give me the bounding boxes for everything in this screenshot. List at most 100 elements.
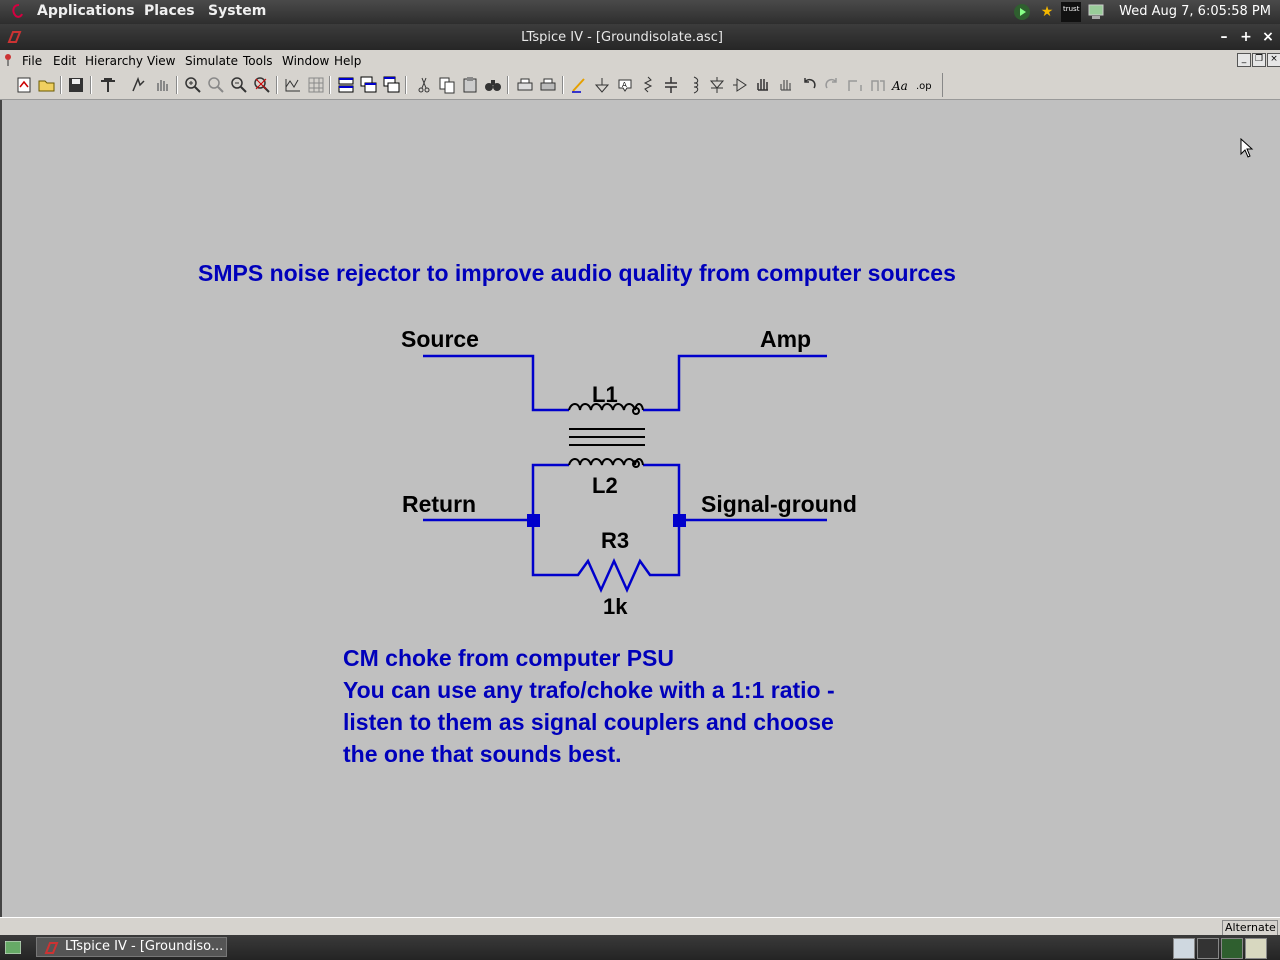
junction-left <box>527 514 540 527</box>
window-title-bar[interactable]: LTspice IV - [Groundisolate.asc] – + × <box>0 24 1280 50</box>
move-hand-icon[interactable] <box>753 75 773 95</box>
component-icon[interactable] <box>730 75 750 95</box>
trust-icon[interactable]: trust <box>1061 2 1081 22</box>
menu-help[interactable]: Help <box>334 54 362 68</box>
cut-icon[interactable] <box>414 75 434 95</box>
zoom-fit-icon[interactable] <box>252 75 272 95</box>
copy-icon[interactable] <box>437 75 457 95</box>
open-folder-icon[interactable] <box>37 75 57 95</box>
grid-icon[interactable] <box>306 75 326 95</box>
star-icon[interactable]: ★ <box>1040 4 1054 20</box>
toolbar: A Aa .op <box>0 71 1280 100</box>
workspace-4-icon[interactable] <box>1245 938 1267 959</box>
clock[interactable]: Wed Aug 7, 6:05:58 PM <box>1119 4 1271 19</box>
redo-icon[interactable] <box>822 75 842 95</box>
menu-tools[interactable]: Tools <box>243 54 273 68</box>
network-icon[interactable] <box>1087 2 1107 22</box>
taskbar-ltspice-button[interactable]: LTspice IV - [Groundiso... <box>36 937 227 957</box>
label-r3[interactable]: R3 <box>601 528 630 553</box>
junction-right <box>673 514 686 527</box>
control-panel-icon[interactable] <box>98 75 118 95</box>
menu-edit[interactable]: Edit <box>53 54 77 68</box>
svg-text:.op: .op <box>916 81 932 92</box>
menu-window[interactable]: Window <box>282 54 330 68</box>
run-icon[interactable] <box>128 75 148 95</box>
label-l1[interactable]: L1 <box>592 382 618 407</box>
wire-r3 <box>531 520 681 594</box>
tile-vertical-icon[interactable] <box>382 75 402 95</box>
top-panel: Applications Places System ★ trust Wed A… <box>0 0 1280 24</box>
cascade-windows-icon[interactable] <box>359 75 379 95</box>
places-menu[interactable]: Places <box>144 3 195 19</box>
schematic-title[interactable]: SMPS noise rejector to improve audio qua… <box>198 260 956 286</box>
show-desktop-icon[interactable] <box>4 940 22 957</box>
undo-icon[interactable] <box>799 75 819 95</box>
svg-text:A: A <box>622 81 627 89</box>
wire-l2-right <box>643 463 681 520</box>
zoom-out-icon[interactable] <box>229 75 249 95</box>
resistor-icon[interactable] <box>638 75 658 95</box>
note-line: CM choke from computer PSU <box>343 645 674 671</box>
minimize-button[interactable]: – <box>1220 29 1228 45</box>
taskbar-ltspice-label: LTspice IV - [Groundiso... <box>65 939 224 954</box>
label-r3-value[interactable]: 1k <box>603 594 628 619</box>
workspace-1-icon[interactable] <box>1173 938 1195 959</box>
play-icon[interactable] <box>1012 2 1032 22</box>
workspace-3-icon[interactable] <box>1221 938 1243 959</box>
zoom-pan-icon[interactable] <box>206 75 226 95</box>
new-schematic-icon[interactable] <box>14 75 34 95</box>
schematic-canvas[interactable]: SMPS noise rejector to improve audio qua… <box>0 100 1280 917</box>
mdi-restore-button[interactable]: ❐ <box>1252 53 1266 67</box>
halt-hand-icon[interactable] <box>152 75 172 95</box>
mdi-close-button[interactable]: × <box>1267 53 1280 67</box>
label-l2[interactable]: L2 <box>592 473 618 498</box>
label-return[interactable]: Return <box>402 491 477 517</box>
text-icon[interactable]: Aa <box>891 75 911 95</box>
spice-directive-icon[interactable]: .op <box>914 75 934 95</box>
tile-horizontal-icon[interactable] <box>336 75 356 95</box>
drag-hand-icon[interactable] <box>776 75 796 95</box>
debian-logo-icon[interactable] <box>10 3 26 19</box>
pin-icon[interactable] <box>3 53 13 70</box>
system-menu[interactable]: System <box>208 3 267 19</box>
schematic-notes[interactable]: CM choke from computer PSU You can use a… <box>343 642 835 770</box>
menu-simulate[interactable]: Simulate <box>185 54 239 68</box>
label-source[interactable]: Source <box>401 326 479 352</box>
maximize-button[interactable]: + <box>1240 29 1252 45</box>
inductor-icon[interactable] <box>684 75 704 95</box>
status-text: Alternate <box>1222 920 1278 936</box>
label-signal-ground[interactable]: Signal-ground <box>701 491 857 517</box>
mirror-icon[interactable] <box>868 75 888 95</box>
ltspice-app-icon[interactable] <box>6 30 22 47</box>
autorange-icon[interactable] <box>283 75 303 95</box>
save-icon[interactable] <box>66 75 86 95</box>
applications-menu[interactable]: Applications <box>37 3 135 19</box>
menu-bar: File Edit Hierarchy View Simulate Tools … <box>0 50 1280 72</box>
close-button[interactable]: × <box>1262 29 1274 45</box>
diode-icon[interactable] <box>707 75 727 95</box>
ground-icon[interactable] <box>592 75 612 95</box>
menu-hierarchy[interactable]: Hierarchy <box>85 54 144 68</box>
print-setup-icon[interactable] <box>515 75 535 95</box>
draw-wire-icon[interactable] <box>569 75 589 95</box>
window-title: LTspice IV - [Groundisolate.asc] <box>521 30 723 45</box>
rotate-icon[interactable] <box>845 75 865 95</box>
note-line: the one that sounds best. <box>343 741 622 767</box>
capacitor-icon[interactable] <box>661 75 681 95</box>
svg-text:trust: trust <box>1063 5 1080 13</box>
note-line: listen to them as signal couplers and ch… <box>343 709 834 735</box>
print-icon[interactable] <box>538 75 558 95</box>
workspace-2-icon[interactable] <box>1197 938 1219 959</box>
mdi-minimize-button[interactable]: _ <box>1237 53 1251 67</box>
label-amp[interactable]: Amp <box>760 326 812 352</box>
menu-view[interactable]: View <box>147 54 176 68</box>
status-bar: Alternate <box>0 917 1280 936</box>
note-line: You can use any trafo/choke with a 1:1 r… <box>343 677 835 703</box>
menu-file[interactable]: File <box>22 54 43 68</box>
zoom-in-icon[interactable] <box>183 75 203 95</box>
inductor-l1-coil <box>568 403 644 415</box>
find-icon[interactable] <box>483 75 503 95</box>
paste-icon[interactable] <box>460 75 480 95</box>
net-label-icon[interactable]: A <box>615 75 635 95</box>
ltspice-task-icon <box>43 941 59 956</box>
